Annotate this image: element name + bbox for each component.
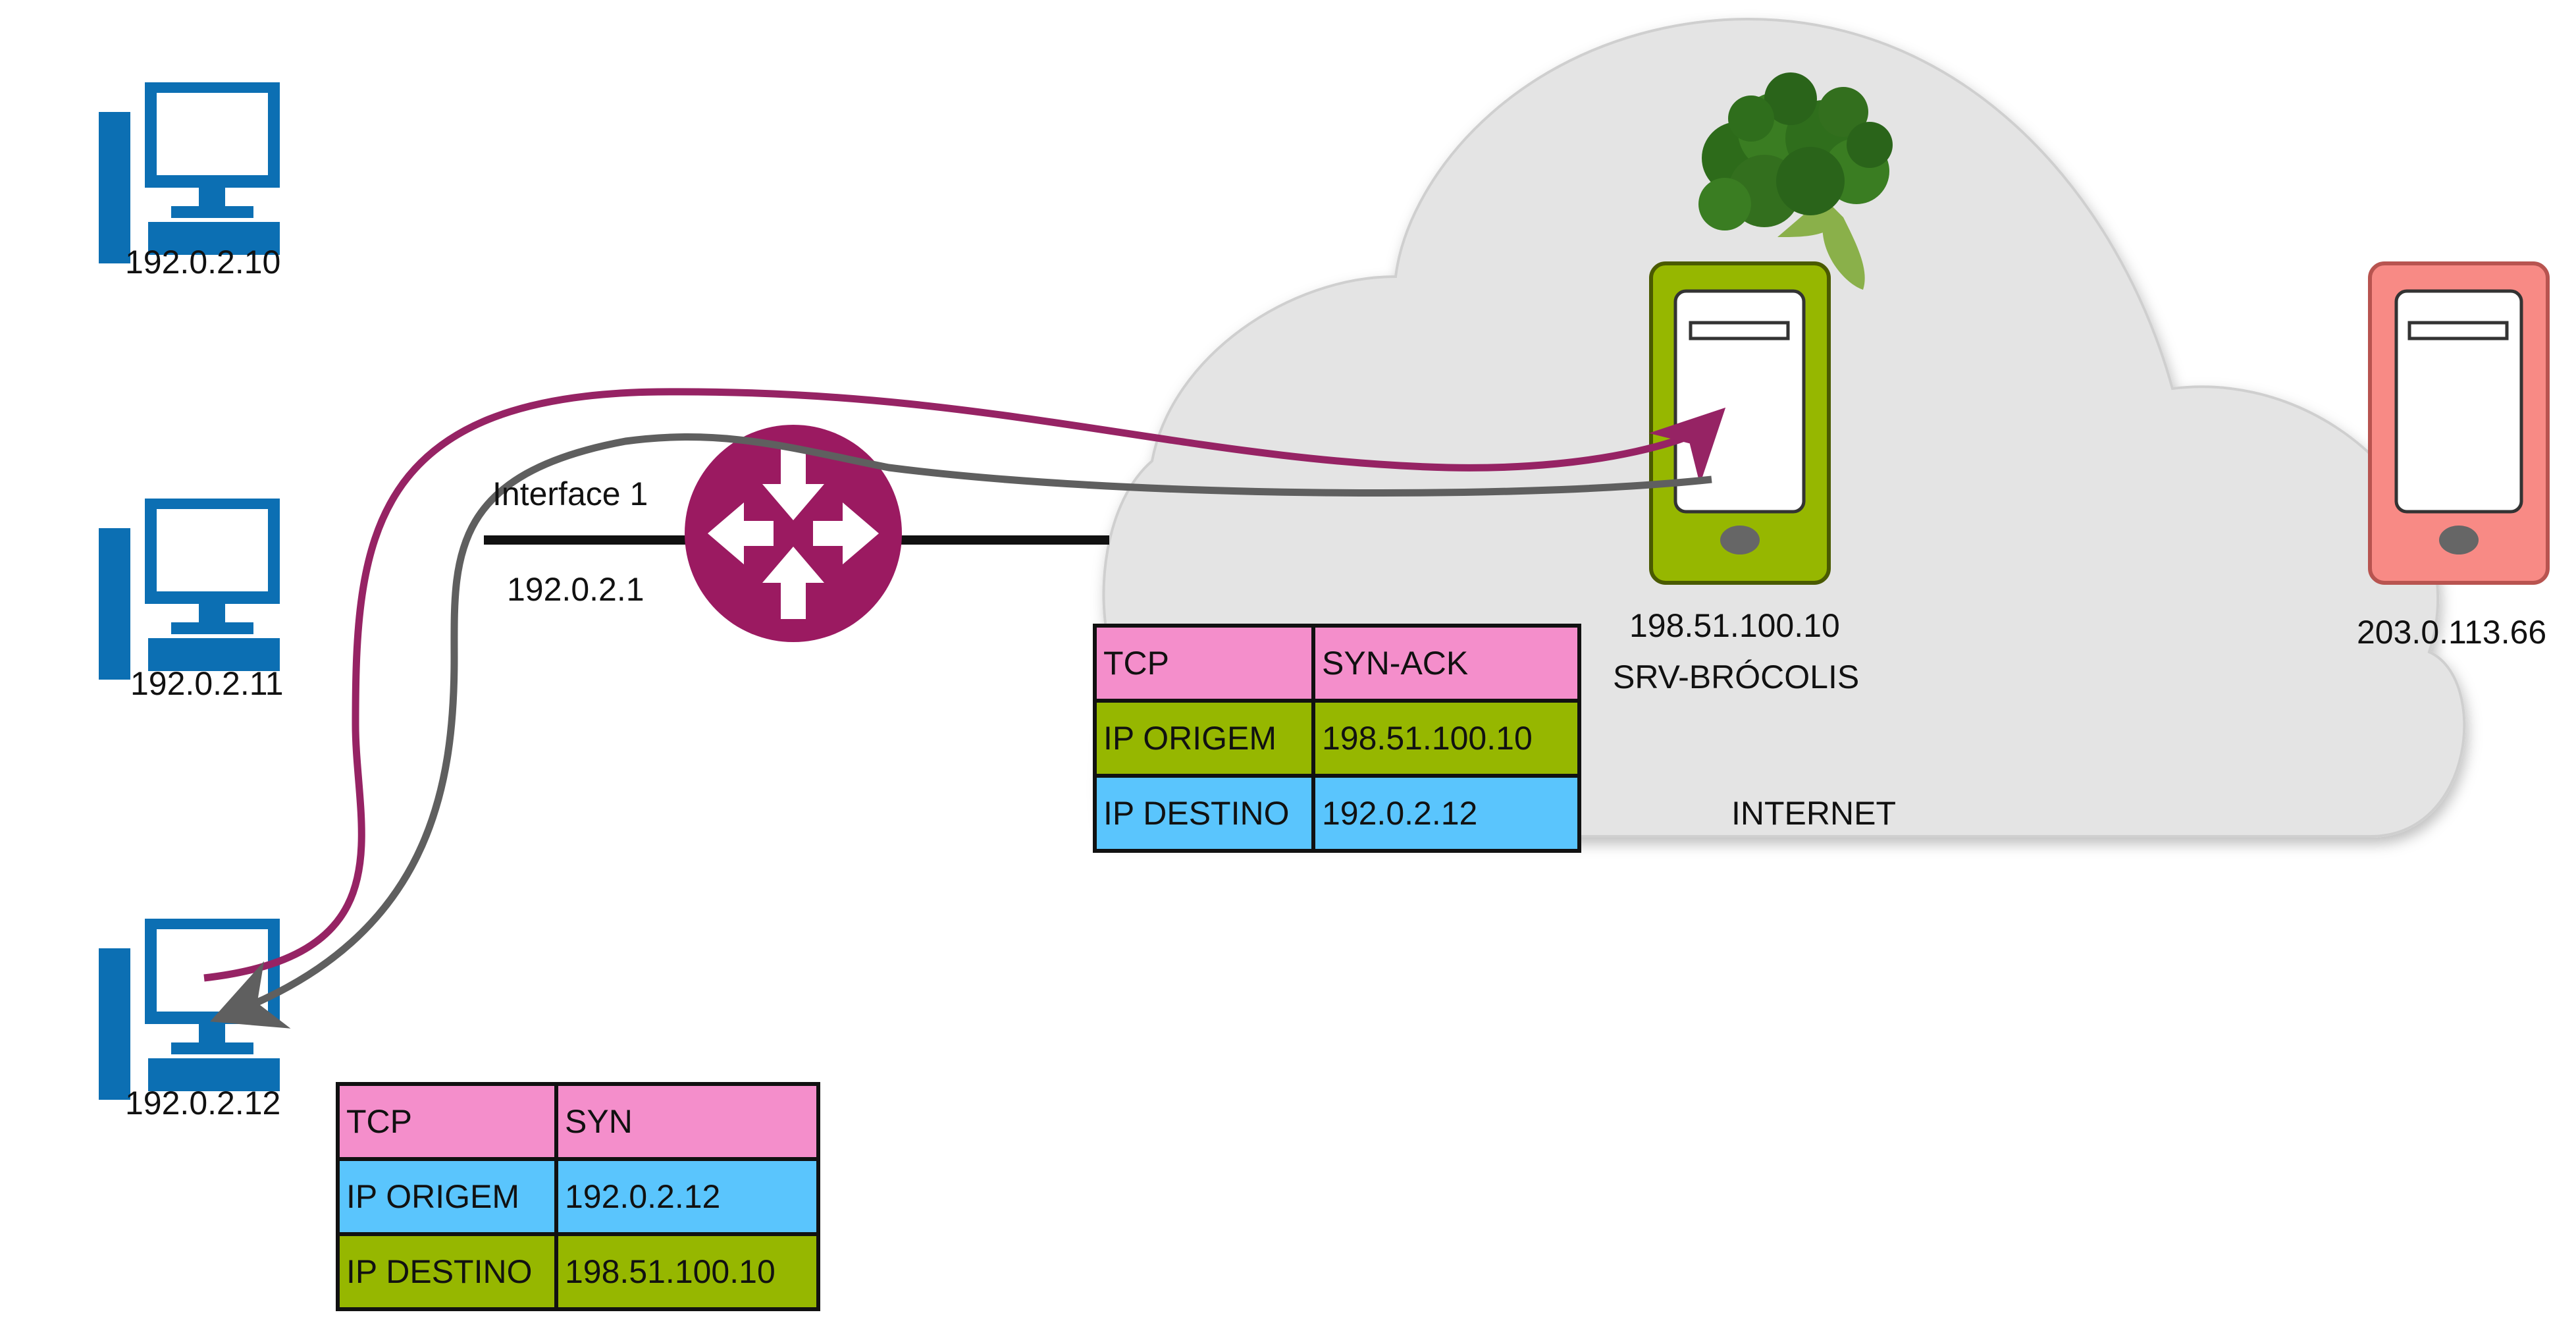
table-cell: IP DESTINO bbox=[1093, 774, 1315, 853]
table-cell: SYN-ACK bbox=[1311, 624, 1581, 703]
server-other-ip-label: 203.0.113.66 bbox=[2357, 614, 2547, 651]
broccoli-icon bbox=[1698, 72, 1893, 290]
computer-icon-3 bbox=[99, 919, 280, 1100]
table-row: IP ORIGEM 192.0.2.12 bbox=[336, 1157, 820, 1236]
table-row: IP DESTINO 192.0.2.12 bbox=[1093, 774, 1581, 853]
table-cell: 198.51.100.10 bbox=[554, 1232, 820, 1311]
table-cell: 198.51.100.10 bbox=[1311, 699, 1581, 778]
host-ip-label-2: 192.0.2.11 bbox=[130, 665, 284, 702]
table-row: TCP SYN-ACK bbox=[1093, 624, 1581, 703]
table-cell: TCP bbox=[336, 1082, 558, 1161]
table-cell: 192.0.2.12 bbox=[554, 1157, 820, 1236]
synack-arrow bbox=[210, 433, 1712, 1029]
host-ip-label-1: 192.0.2.10 bbox=[125, 244, 281, 281]
router-interface-ip: 192.0.2.1 bbox=[507, 571, 644, 608]
computer-icon-1 bbox=[99, 82, 280, 263]
table-cell: 192.0.2.12 bbox=[1311, 774, 1581, 853]
table-row: IP ORIGEM 198.51.100.10 bbox=[1093, 699, 1581, 778]
internet-label: INTERNET bbox=[1731, 795, 1896, 832]
server-name-label: SRV-BRÓCOLIS bbox=[1613, 659, 1860, 695]
syn-arrow bbox=[203, 388, 1726, 982]
server-icon-other bbox=[2368, 261, 2550, 585]
packet-syn-table: TCP SYN IP ORIGEM 192.0.2.12 IP DESTINO … bbox=[336, 1082, 820, 1311]
table-row: IP DESTINO 198.51.100.10 bbox=[336, 1232, 820, 1311]
server-icon-brocolis bbox=[1649, 261, 1831, 585]
host-ip-label-3: 192.0.2.12 bbox=[125, 1085, 281, 1122]
table-cell: SYN bbox=[554, 1082, 820, 1161]
packet-synack-table: TCP SYN-ACK IP ORIGEM 198.51.100.10 IP D… bbox=[1093, 624, 1581, 853]
router-icon bbox=[685, 425, 902, 642]
table-cell: IP ORIGEM bbox=[336, 1157, 558, 1236]
computer-icon-2 bbox=[99, 499, 280, 680]
router-interface-label: Interface 1 bbox=[492, 475, 648, 512]
table-row: TCP SYN bbox=[336, 1082, 820, 1161]
table-cell: TCP bbox=[1093, 624, 1315, 703]
server-ip-label: 198.51.100.10 bbox=[1629, 607, 1840, 644]
table-cell: IP ORIGEM bbox=[1093, 699, 1315, 778]
table-cell: IP DESTINO bbox=[336, 1232, 558, 1311]
